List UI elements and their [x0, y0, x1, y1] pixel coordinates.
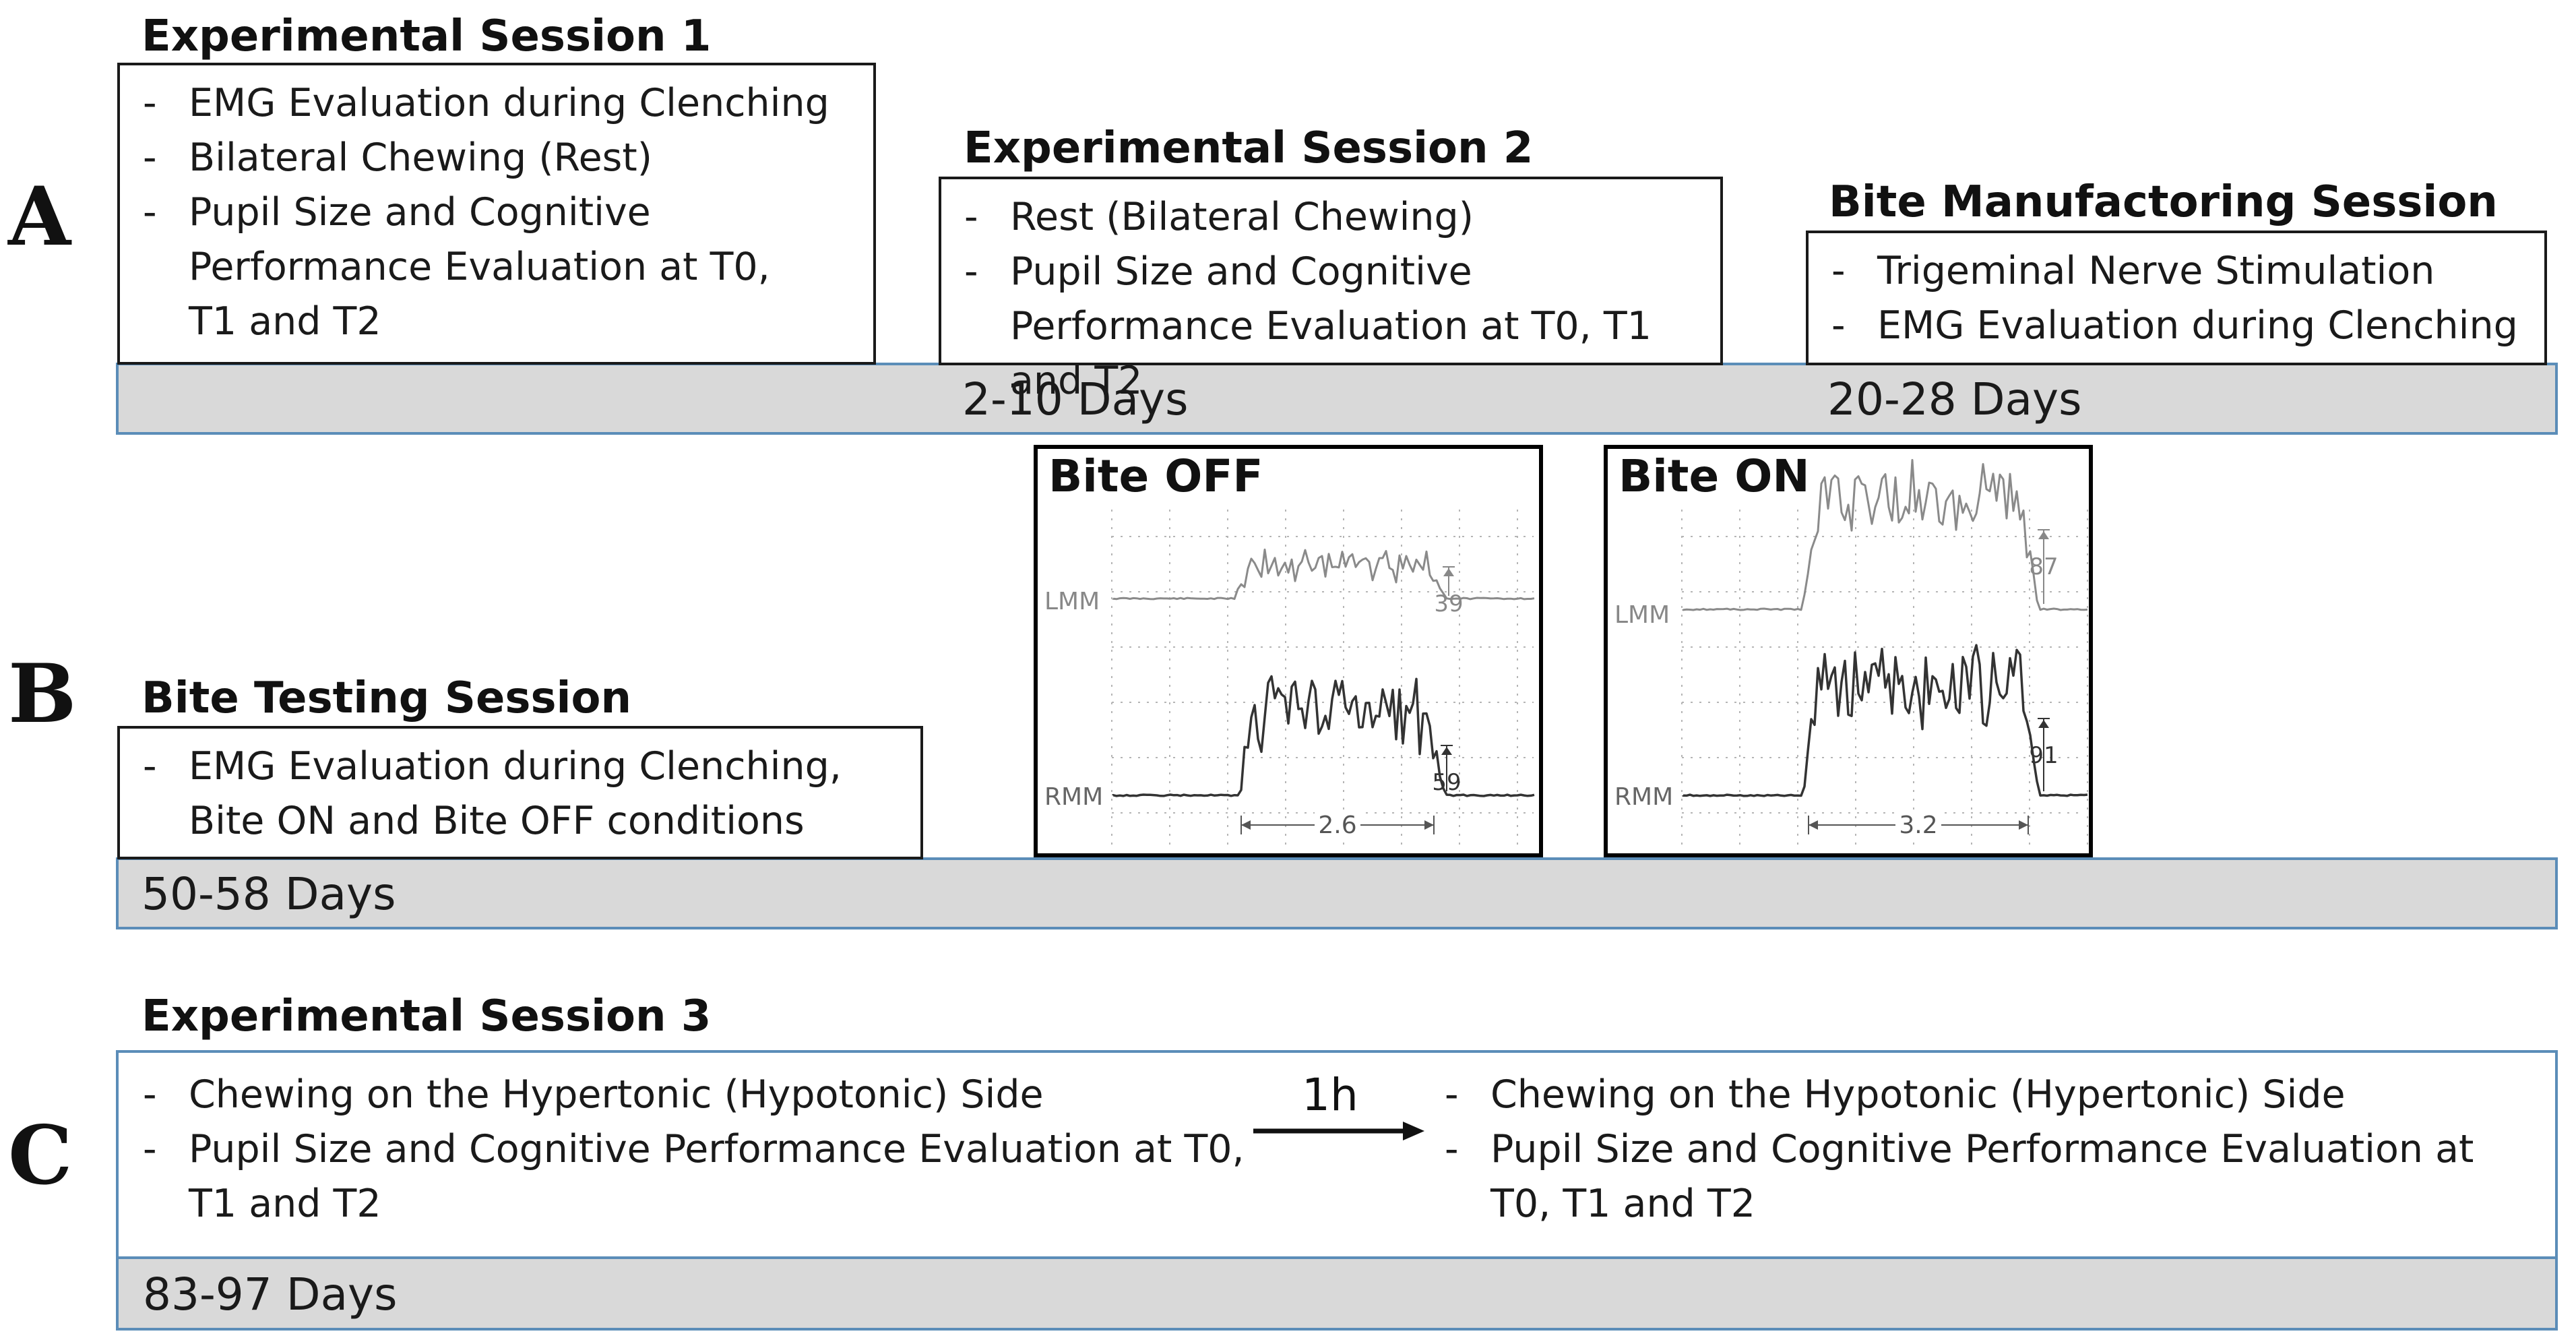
emg-off-rmm-trace: [1112, 675, 1535, 797]
session3-item-right: Pupil Size and Cognitive Performance Eva…: [1445, 1122, 2536, 1231]
panel-letter-c: C: [8, 1108, 73, 1203]
emg-grid: [1111, 510, 1534, 845]
emg-on-duration-label: 3.2: [1899, 812, 1937, 839]
bite-testing-item: EMG Evaluation during Clenching, Bite ON…: [143, 739, 844, 849]
emg-off-duration-arrow-left: [1241, 820, 1251, 830]
session1-items: EMG Evaluation during Clenching Bilatera…: [143, 76, 857, 349]
emg-off-rmm-label: RMM: [1044, 783, 1103, 811]
session2-box: Rest (Bilateral Chewing) Pupil Size and …: [939, 177, 1723, 403]
timeline-label-a-2: 20-28 Days: [1827, 373, 2082, 425]
session3-item-left: Pupil Size and Cognitive Performance Eva…: [143, 1122, 1248, 1231]
timeline-label-c: 83-97 Days: [143, 1269, 398, 1320]
emg-bite-off-panel: LMM RMM 39 59 2.6 Bite OFF: [1034, 445, 1543, 857]
emg-on-lmm-trace: [1682, 459, 2088, 611]
emg-on-rmm-peak-label: 91: [2029, 742, 2058, 769]
arrow-right-icon: [1253, 1122, 1424, 1140]
emg-on-rmm-peak-arrowhead: [2038, 720, 2049, 728]
emg-on-duration-arrow-right: [2019, 820, 2028, 830]
timeline-bar-b: [116, 857, 2558, 929]
bite-manufacturing-item: EMG Evaluation during Clenching: [1831, 299, 2539, 353]
session3-box: Chewing on the Hypertonic (Hypotonic) Si…: [116, 1050, 2558, 1331]
session1-item: EMG Evaluation during Clenching: [143, 76, 857, 131]
emg-on-lmm-peak-label: 87: [2029, 553, 2058, 580]
session1-box: EMG Evaluation during Clenching Bilatera…: [117, 63, 876, 365]
emg-on-duration-arrow-left: [1809, 820, 1818, 830]
session2-items: Rest (Bilateral Chewing) Pupil Size and …: [964, 190, 1712, 408]
emg-off-rmm-peak-arrowhead: [1441, 747, 1452, 755]
emg-bite-on-panel: LMM RMM 87 91 3.2 Bite ON: [1604, 445, 2093, 857]
emg-bite-on-chart: LMM RMM 87 91 3.2: [1614, 459, 2088, 845]
emg-bite-off-title: Bite OFF: [1048, 450, 1263, 502]
session2-title: Experimental Session 2: [964, 123, 1534, 173]
session1-item: Bilateral Chewing (Rest): [143, 131, 857, 185]
emg-off-lmm-label: LMM: [1044, 588, 1100, 615]
session1-title: Experimental Session 1: [142, 11, 712, 61]
bite-manufacturing-box: Trigeminal Nerve Stimulation EMG Evaluat…: [1806, 231, 2547, 365]
emg-bite-on-title: Bite ON: [1619, 450, 1810, 502]
session3-item-left: Chewing on the Hypertonic (Hypotonic) Si…: [143, 1068, 1248, 1122]
bite-testing-items: EMG Evaluation during Clenching, Bite ON…: [143, 739, 844, 849]
bite-manufacturing-items: Trigeminal Nerve Stimulation EMG Evaluat…: [1831, 244, 2539, 353]
session2-item: Pupil Size and Cognitive Performance Eva…: [964, 245, 1684, 408]
bite-manufacturing-title: Bite Manufactoring Session: [1829, 177, 2498, 227]
emg-off-lmm-peak-arrowhead: [1443, 568, 1454, 576]
emg-on-duration-label-bg: [1895, 810, 1941, 837]
panel-letter-b: B: [8, 646, 77, 741]
emg-off-duration-label: 2.6: [1318, 812, 1356, 839]
emg-off-duration-label-bg: [1315, 810, 1360, 837]
emg-off-lmm-trace: [1112, 548, 1535, 601]
emg-off-rmm-peak-label: 59: [1432, 769, 1461, 796]
emg-on-rmm-label: RMM: [1614, 783, 1673, 811]
timeline-bar-c: [116, 1256, 2558, 1331]
session3-items-right: Chewing on the Hypotonic (Hypertonic) Si…: [1445, 1068, 2536, 1231]
emg-on-lmm-label: LMM: [1614, 601, 1670, 629]
session3-title: Experimental Session 3: [142, 991, 712, 1041]
session3-items-left: Chewing on the Hypertonic (Hypotonic) Si…: [143, 1068, 1248, 1231]
emg-on-lmm-peak-arrowhead: [2038, 531, 2049, 539]
emg-on-rmm-trace: [1682, 644, 2088, 797]
session3-arrow-label: 1h: [1302, 1069, 1358, 1121]
emg-off-lmm-peak-label: 39: [1434, 590, 1463, 617]
session1-item: Pupil Size and Cognitive Performance Eva…: [143, 185, 829, 349]
bite-manufacturing-item: Trigeminal Nerve Stimulation: [1831, 244, 2539, 299]
panel-letter-a: A: [8, 169, 71, 264]
bite-testing-title: Bite Testing Session: [142, 673, 631, 723]
session3-item-right: Chewing on the Hypotonic (Hypertonic) Si…: [1445, 1068, 2536, 1122]
timeline-label-b: 50-58 Days: [142, 868, 396, 920]
session2-item: Rest (Bilateral Chewing): [964, 190, 1712, 245]
bite-testing-box: EMG Evaluation during Clenching, Bite ON…: [117, 726, 923, 859]
emg-off-duration-arrow-right: [1424, 820, 1434, 830]
emg-bite-off-chart: LMM RMM 39 59 2.6: [1044, 510, 1535, 845]
